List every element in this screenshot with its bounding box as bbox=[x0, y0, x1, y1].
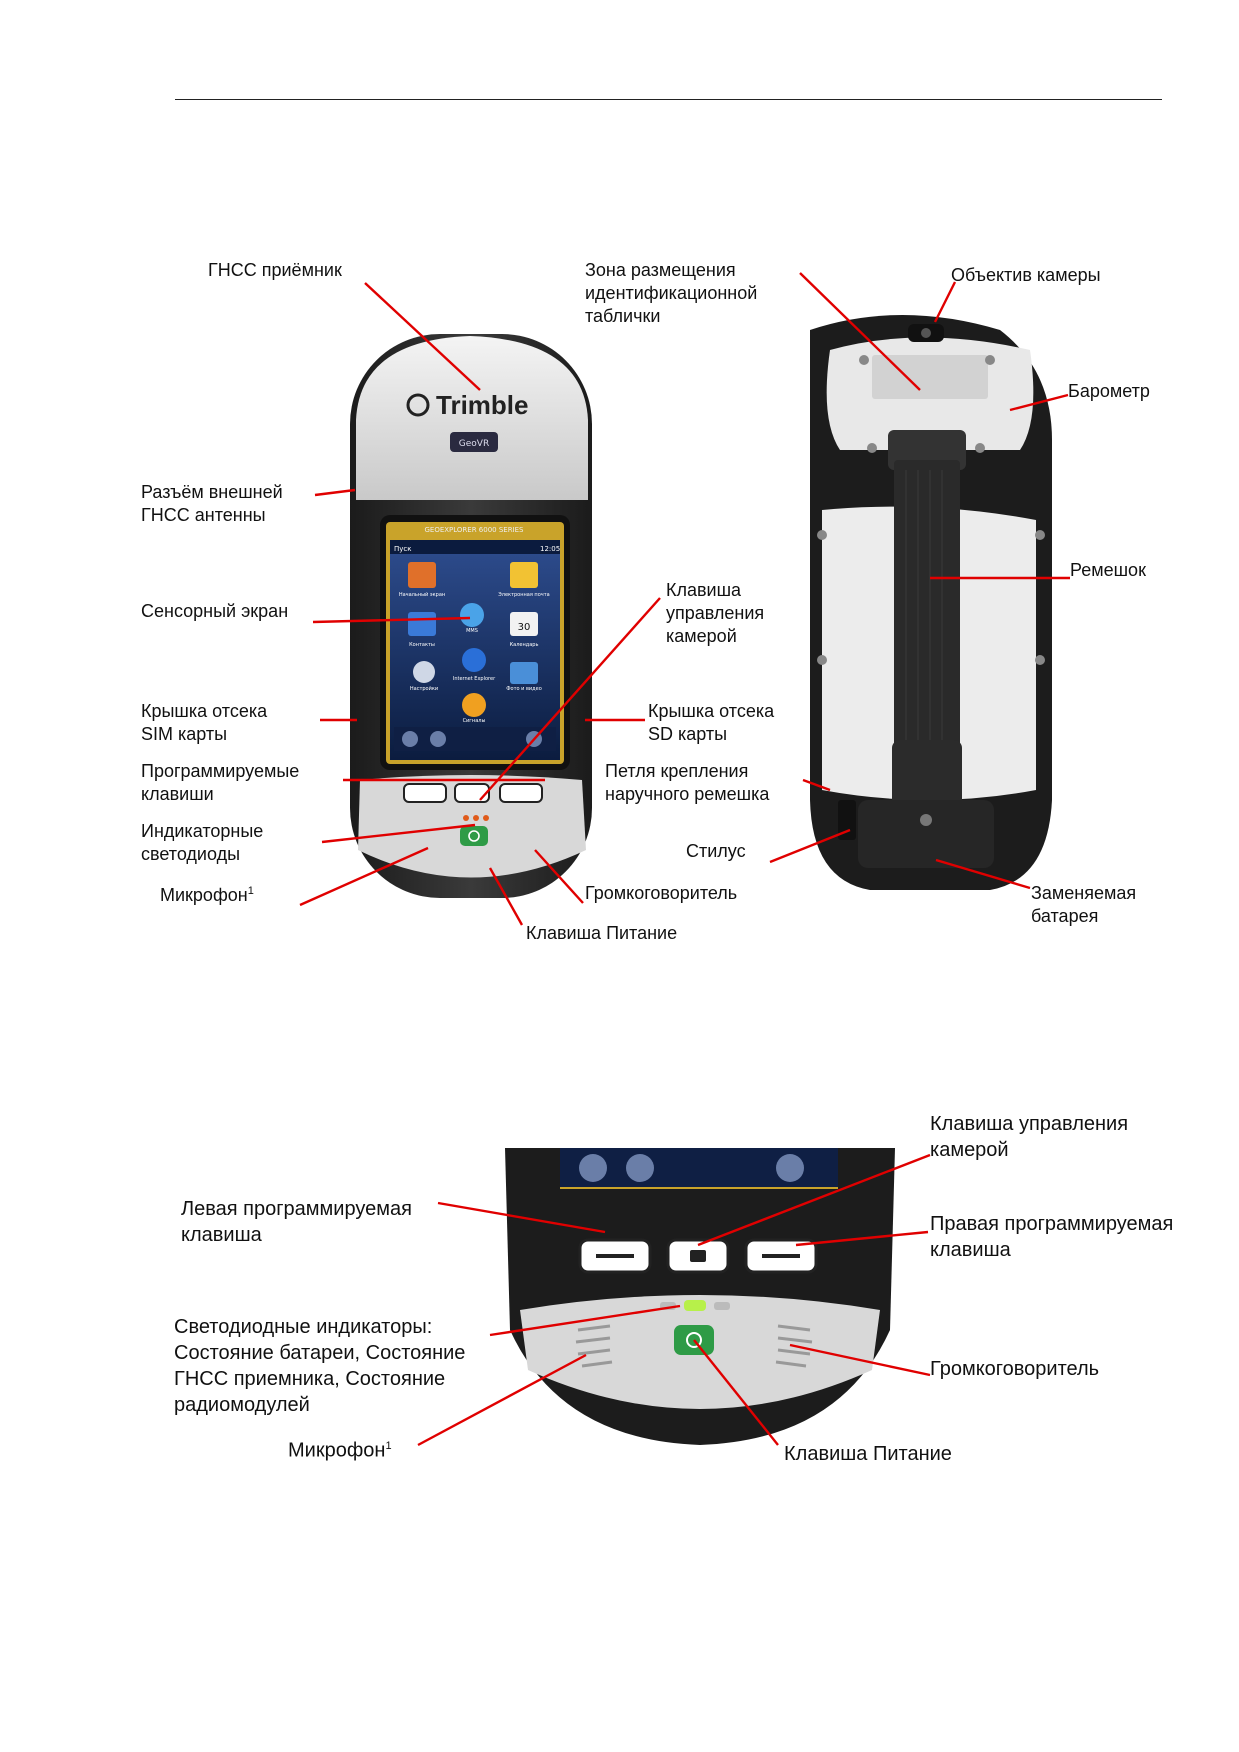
hand-strap bbox=[894, 460, 960, 770]
microphone-footnote: 1 bbox=[247, 885, 254, 897]
label-power-key: Клавиша Питание bbox=[526, 923, 678, 943]
label-camera-lens: Объектив камеры bbox=[951, 265, 1101, 285]
label-sim-cover: Крышка отсека SIM карты bbox=[141, 701, 268, 744]
screen-tile-label[interactable]: Фото и видео bbox=[506, 686, 542, 692]
brand-name: Trimble bbox=[436, 390, 528, 420]
label-sd-cover: Крышка отсека SD карты bbox=[648, 701, 775, 744]
screen-tile-label[interactable]: MMS bbox=[466, 628, 478, 634]
id-plate-zone bbox=[872, 355, 988, 399]
label-ext-antenna: Разъём внешней ГНСС антенны bbox=[141, 482, 283, 525]
label-gnss-receiver: ГНСС приёмник bbox=[208, 260, 342, 280]
screen-tile-label[interactable]: Начальный экран bbox=[399, 591, 445, 598]
power-icon bbox=[686, 1332, 702, 1348]
screen-tile-label[interactable]: Электронная почта bbox=[498, 592, 549, 598]
windows-icon[interactable] bbox=[579, 1154, 607, 1182]
stylus-icon bbox=[838, 800, 856, 840]
closeup-device bbox=[505, 1148, 895, 1445]
screen-tile-label[interactable]: Сигналы bbox=[463, 718, 486, 724]
header-rule bbox=[175, 99, 1162, 100]
label-speaker: Громкоговоритель bbox=[585, 883, 738, 903]
label-camera-key: Клавиша управления камерой bbox=[666, 580, 765, 646]
camera-key[interactable] bbox=[454, 783, 490, 803]
calendar-day: 30 bbox=[518, 622, 531, 633]
label-battery: Заменяемая батарея bbox=[1031, 883, 1137, 926]
label-stylus: Стилус bbox=[686, 841, 746, 861]
right-soft-key[interactable] bbox=[499, 783, 543, 803]
microphone2-text: Микрофон bbox=[288, 1439, 386, 1462]
label2-speaker: Громкоговоритель bbox=[930, 1358, 1100, 1380]
label-prog-keys: Программируемые клавиши bbox=[141, 761, 300, 804]
microphone-text: Микрофон bbox=[160, 885, 248, 905]
label-microphone: Микрофон1 bbox=[160, 880, 254, 907]
battery-latch bbox=[858, 800, 994, 868]
leader-lines-fig1 bbox=[299, 272, 1070, 926]
close-icon[interactable] bbox=[776, 1154, 804, 1182]
model-badge: GeoVR bbox=[459, 439, 489, 449]
screen-clock: 12:05 bbox=[540, 545, 560, 553]
camera-icon bbox=[690, 1250, 706, 1262]
label2-led-indicators: Светодиодные индикаторы: Состояние батар… bbox=[174, 1316, 466, 1416]
screen-tile-label[interactable]: Internet Explorer bbox=[453, 676, 496, 682]
back-device bbox=[810, 315, 1052, 890]
series-label: GEOEXPLORER 6000 SERIES bbox=[424, 526, 524, 534]
power-key[interactable] bbox=[460, 826, 488, 846]
microphone2-footnote: 1 bbox=[385, 1440, 392, 1452]
trimble-logo-icon: Trimble bbox=[406, 390, 528, 420]
screen-tile-label[interactable]: Настройки bbox=[410, 685, 438, 692]
screen-tile-label[interactable]: Календарь bbox=[510, 642, 539, 648]
left-soft-key[interactable] bbox=[403, 783, 447, 803]
leader-lines-fig2 bbox=[417, 1153, 931, 1447]
screen-start: Пуск bbox=[394, 545, 411, 553]
label-barometer: Барометр bbox=[1068, 381, 1150, 401]
lock-icon[interactable] bbox=[626, 1154, 654, 1182]
label2-right-key: Правая программируемая клавиша bbox=[930, 1213, 1174, 1261]
front-device: GEOEXPLORER 6000 SERIES Пуск 12:05 30 Tr… bbox=[350, 334, 592, 898]
label2-power-key: Клавиша Питание bbox=[784, 1443, 952, 1465]
label-leds: Индикаторные светодиоды bbox=[141, 821, 264, 864]
label-id-plate-zone: Зона размещения идентификационной таблич… bbox=[585, 260, 758, 326]
label-wrist-loop: Петля крепления наручного ремешка bbox=[605, 761, 770, 804]
label2-camera-key: Клавиша управления камерой bbox=[930, 1113, 1129, 1161]
label2-microphone: Микрофон1 bbox=[288, 1433, 392, 1464]
label-touch-screen: Сенсорный экран bbox=[141, 601, 289, 621]
label-strap: Ремешок bbox=[1070, 560, 1146, 580]
label2-left-key: Левая программируемая клавиша bbox=[181, 1198, 412, 1246]
screen-tile-label[interactable]: Контакты bbox=[409, 642, 435, 648]
